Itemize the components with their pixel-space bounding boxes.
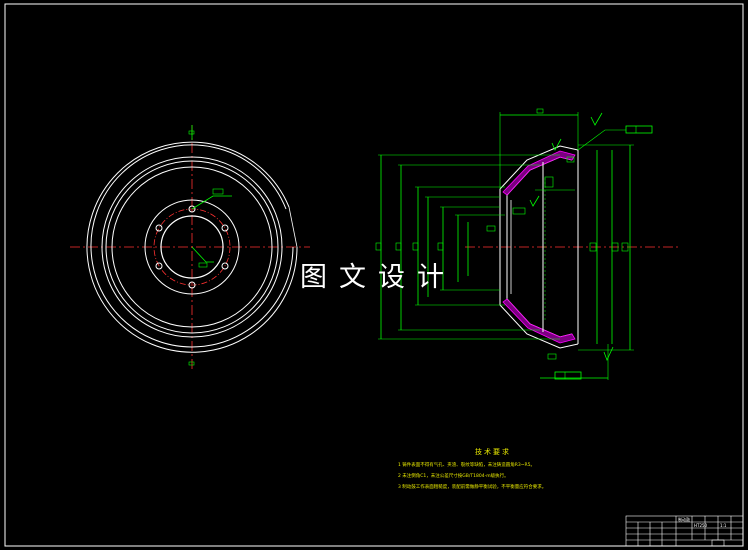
bolt-callout-box: [212, 188, 224, 195]
roughness-symbol-1: [590, 112, 603, 126]
bolt-hole-3: [221, 262, 229, 270]
drum-ring-outer: [101, 156, 283, 338]
bolt-hole-6: [155, 224, 163, 232]
annot-box-7: [621, 242, 629, 252]
watermark-text: 图文设计: [300, 262, 456, 293]
hub-bore: [160, 215, 224, 279]
annot-box-8: [566, 156, 575, 163]
annot-box-4: [547, 353, 557, 360]
drum-outline-lower: [499, 247, 579, 349]
notes-line-1: 1 铸件表面不得有气孔、夹渣、裂纹等缺陷，未注铸造圆角R3~R5。: [398, 463, 536, 468]
hub-outer: [144, 199, 240, 295]
annot-box-2: [512, 207, 526, 215]
tolerance-frame-bottom: [554, 371, 582, 380]
dia-tick-3: [412, 242, 419, 251]
annot-box-5: [589, 242, 597, 252]
notes-line-3: 3 制动鼓工作表面粗糙度，装配前需做静平衡试验，不平衡量应符合要求。: [398, 485, 547, 490]
notes-line-2: 2 未注倒角C1，未注公差尺寸按GB/T1804-m级执行。: [398, 474, 509, 479]
bottom-ref-mark: [188, 361, 195, 366]
bore-callout-box: [198, 262, 208, 268]
dia-tick-4: [437, 242, 444, 251]
roughness-symbol-3: [529, 195, 540, 207]
tolerance-leader-top: [577, 129, 626, 151]
roughness-symbol-4: [603, 346, 614, 362]
title-block-part-label: 制动鼓: [678, 517, 690, 522]
bolt-hole-4: [188, 281, 196, 289]
dim-length-label-box: [536, 108, 544, 114]
annot-box-6: [611, 242, 619, 252]
title-block-material: HT250: [694, 523, 708, 528]
front-view: [70, 125, 310, 370]
bolt-hole-2: [221, 224, 229, 232]
drum-ring-inner: [105, 160, 279, 334]
bolt-leader: [191, 195, 232, 210]
drawing-border: [4, 3, 744, 547]
outer-ring-2: [90, 144, 294, 348]
ring-break-line: [288, 206, 298, 248]
tb-small-box: [711, 539, 725, 547]
notes-title: 技术要求: [475, 448, 511, 456]
roughness-symbol-2: [551, 138, 562, 151]
dia-tick-1: [375, 242, 382, 251]
flange-ring: [111, 166, 273, 328]
annot-box-3: [486, 225, 496, 232]
drum-outline-upper: [499, 145, 579, 247]
section-view: [375, 108, 678, 380]
annot-box-1: [544, 176, 554, 188]
section-hatch-lower: [502, 298, 576, 344]
outer-ring-1: [86, 141, 298, 353]
dia-tick-2: [395, 242, 402, 251]
bore-leader: [191, 246, 214, 263]
bolt-hole-5: [155, 262, 163, 270]
title-block: [625, 515, 744, 547]
bolt-hole-1: [188, 205, 196, 213]
section-hatch-upper: [502, 150, 576, 196]
title-block-frame: [625, 515, 744, 547]
title-block-scale: 1:1: [720, 523, 727, 528]
tolerance-frame-top: [625, 125, 653, 134]
technical-notes: 技术要求 1 铸件表面不得有气孔、夹渣、裂纹等缺陷，未注铸造圆角R3~R5。 2…: [398, 447, 628, 490]
top-ref-mark: [188, 130, 195, 135]
